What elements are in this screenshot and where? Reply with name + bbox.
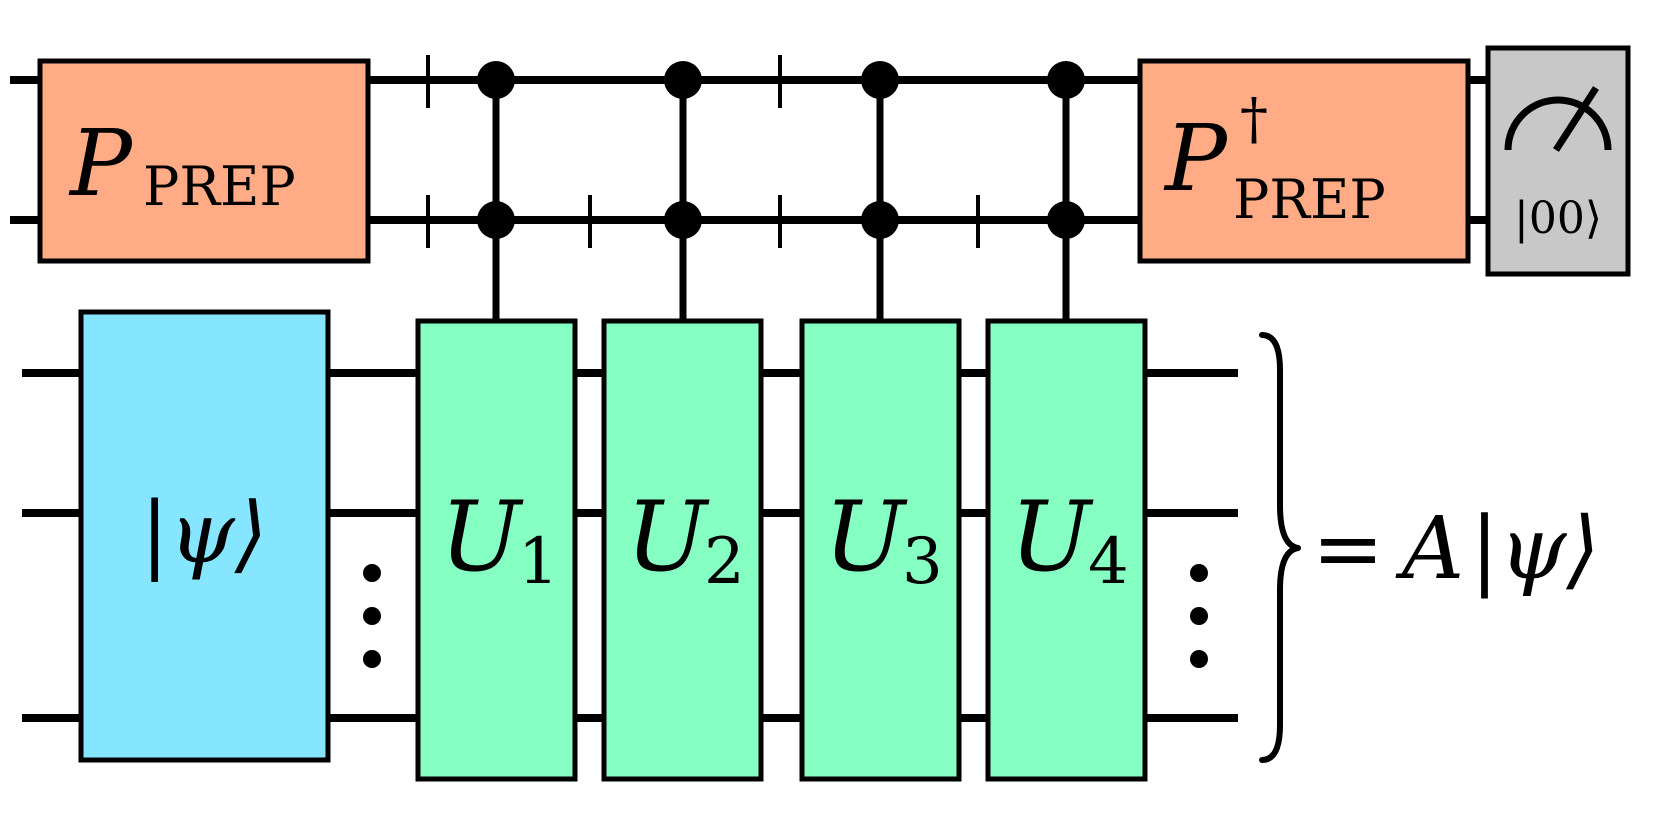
vertical-ellipsis-left: [363, 564, 381, 668]
result-expression: = A |ψ⟩: [1312, 499, 1600, 599]
measurement-state: |00⟩: [1514, 193, 1602, 244]
unitary-gate-u4: U 4: [985, 318, 1148, 782]
control-dot: [1047, 201, 1085, 239]
prep-dagger-superscript: †: [1240, 87, 1268, 152]
meter-needle: [1553, 86, 1599, 152]
prep-symbol: P: [68, 110, 134, 217]
prep-dagger-subscript: PREP: [1233, 168, 1386, 231]
control-dot: [477, 61, 515, 99]
control-dot: [664, 61, 702, 99]
u3-index: 3: [902, 525, 943, 599]
u3-symbol: U: [824, 481, 908, 593]
prep-gate: P PREP: [37, 58, 371, 264]
prep-dagger-gate: P † PREP: [1137, 58, 1471, 264]
u4-index: 4: [1088, 525, 1129, 599]
control-dot: [861, 61, 899, 99]
control-dot: [1047, 61, 1085, 99]
result-state: |ψ⟩: [1470, 499, 1600, 599]
state-prep-block: |ψ⟩: [78, 309, 331, 763]
meter-icon: [1504, 96, 1612, 151]
unitary-gate-u1: U 1: [415, 318, 578, 782]
u1-symbol: U: [440, 481, 524, 593]
control-dot: [664, 201, 702, 239]
state-label: |ψ⟩: [141, 484, 268, 582]
right-brace: [1259, 332, 1301, 763]
unitary-gate-u2: U 2: [601, 318, 764, 782]
u4-symbol: U: [1010, 481, 1094, 593]
prep-subscript: PREP: [143, 155, 296, 218]
u2-symbol: U: [626, 481, 710, 593]
u1-index: 1: [518, 525, 559, 599]
measurement-gate: |00⟩: [1485, 45, 1631, 277]
control-dot: [861, 201, 899, 239]
prep-dagger-symbol: P: [1163, 105, 1229, 212]
unitary-gate-u3: U 3: [799, 318, 962, 782]
result-operator: A: [1395, 499, 1464, 599]
vertical-ellipsis-right: [1190, 564, 1208, 668]
u2-index: 2: [704, 525, 745, 599]
result-equals: =: [1312, 499, 1384, 599]
control-dot: [477, 201, 515, 239]
